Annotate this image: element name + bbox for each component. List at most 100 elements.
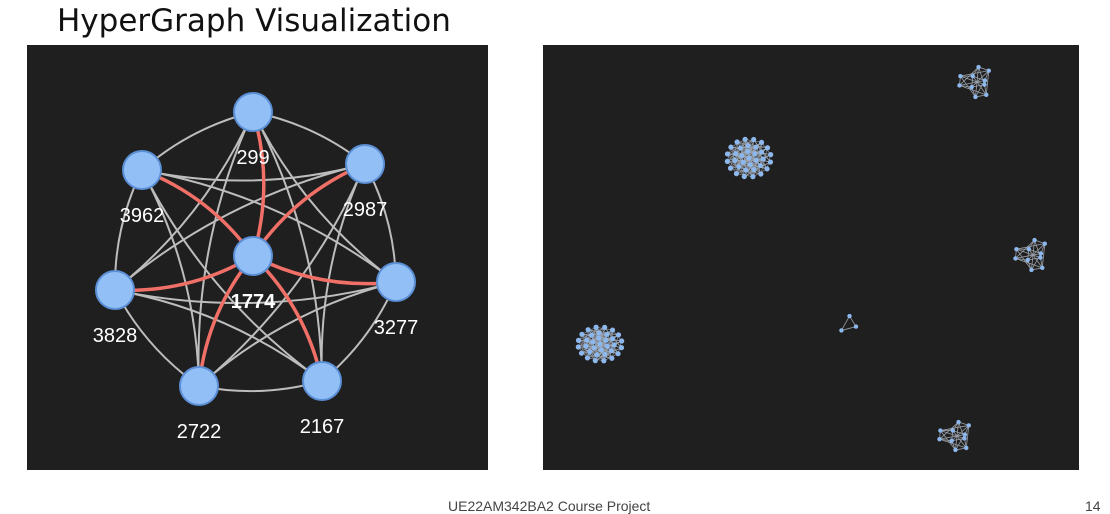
cluster-node	[610, 336, 615, 341]
cluster-node	[761, 156, 766, 161]
cluster-node	[752, 151, 757, 156]
cluster-node	[984, 93, 988, 97]
cluster-right	[1013, 238, 1047, 272]
cluster-node	[584, 337, 589, 342]
node-label-3962: 3962	[120, 205, 165, 227]
node-label-2722: 2722	[177, 421, 222, 443]
cluster-dense-upper	[725, 137, 774, 180]
cluster-node	[964, 446, 968, 450]
cluster-top-right	[957, 65, 991, 99]
cluster-node	[758, 171, 763, 176]
cluster-node	[732, 158, 737, 163]
graph-node-2722[interactable]	[180, 367, 218, 405]
cluster-node	[746, 155, 751, 160]
cluster-node	[969, 85, 973, 89]
node-label-299: 299	[236, 147, 269, 169]
cluster-node	[576, 338, 581, 343]
cluster-node	[733, 151, 738, 156]
cluster-node	[1025, 258, 1029, 262]
cluster-node	[609, 356, 614, 361]
cluster-node	[599, 347, 604, 352]
cluster-node	[739, 153, 744, 158]
cluster-node	[951, 428, 955, 432]
cluster-node	[1014, 247, 1018, 251]
cluster-node	[579, 351, 584, 356]
cluster-node	[596, 330, 601, 335]
graph-edge	[142, 170, 322, 381]
cluster-node	[1039, 251, 1043, 255]
graph-node-2987[interactable]	[346, 145, 384, 183]
cluster-node	[847, 314, 851, 318]
cluster-node	[597, 341, 602, 346]
node-label-2167: 2167	[300, 416, 345, 438]
cluster-node	[593, 358, 598, 363]
cluster-node	[967, 423, 971, 427]
cluster-node	[601, 358, 606, 363]
cluster-node	[987, 68, 991, 72]
cluster-node	[1013, 256, 1017, 260]
cluster-node	[603, 338, 608, 343]
cluster-node	[938, 428, 942, 432]
cluster-node	[743, 137, 748, 142]
cluster-node	[591, 345, 596, 350]
node-label-2987: 2987	[343, 199, 388, 221]
graph-node-3277[interactable]	[377, 263, 415, 301]
cluster-node	[971, 74, 975, 78]
graph-node-3962[interactable]	[123, 151, 161, 189]
cluster-node	[1043, 241, 1047, 245]
cluster-node	[983, 78, 987, 82]
cluster-node	[583, 344, 588, 349]
graph-node-3828[interactable]	[96, 271, 134, 309]
cluster-dense-left	[576, 325, 625, 364]
cluster-node	[764, 166, 769, 171]
hypergraph-overview-view	[543, 45, 1079, 470]
cluster-node	[956, 420, 960, 424]
cluster-node	[976, 65, 980, 69]
cluster-node	[751, 137, 756, 142]
cluster-node	[586, 327, 591, 332]
cluster-node	[957, 83, 961, 87]
cluster-node	[602, 352, 607, 357]
cluster-node	[748, 162, 753, 167]
cluster-node	[754, 158, 759, 163]
cluster-node	[605, 343, 610, 348]
cluster-node	[751, 167, 756, 172]
graph-node-2167[interactable]	[303, 362, 341, 400]
graph-edge	[115, 112, 253, 290]
cluster-node	[963, 432, 967, 436]
highlight-edge	[253, 112, 264, 256]
cluster-node	[728, 145, 733, 150]
cluster-node	[594, 325, 599, 330]
cluster-node	[768, 159, 773, 164]
cluster-node	[745, 143, 750, 148]
graph-node-1774[interactable]	[234, 237, 272, 275]
cluster-node	[596, 336, 601, 341]
slide-title: HyperGraph Visualization	[57, 3, 451, 39]
cluster-node	[585, 355, 590, 360]
cluster-node	[594, 352, 599, 357]
cluster-node	[725, 151, 730, 156]
cluster-bottom	[937, 420, 971, 452]
cluster-node	[589, 333, 594, 338]
node-label-3828: 3828	[93, 325, 138, 347]
cluster-node	[742, 174, 747, 179]
hypergraph-overview-svg	[543, 45, 1079, 470]
cluster-node	[759, 150, 764, 155]
cluster-node	[615, 351, 620, 356]
graph-node-299[interactable]	[234, 93, 272, 131]
cluster-node	[839, 328, 843, 332]
cluster-node	[854, 324, 858, 328]
cluster-node	[1027, 247, 1031, 251]
cluster-node	[579, 332, 584, 337]
cluster-node	[1029, 268, 1033, 272]
cluster-node	[1038, 255, 1042, 259]
cluster-node	[1032, 238, 1036, 242]
cluster-node	[753, 145, 758, 150]
cluster-node	[745, 149, 750, 154]
cluster-node	[587, 349, 592, 354]
cluster-node	[937, 437, 941, 441]
node-label-3277: 3277	[374, 317, 419, 339]
cluster-node	[728, 166, 733, 171]
cluster-node	[953, 448, 957, 452]
